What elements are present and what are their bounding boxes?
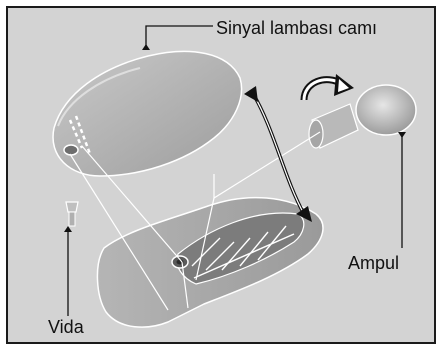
bulb	[309, 85, 416, 148]
bulb-label: Ampul	[348, 254, 399, 272]
lens-label: Sinyal lambası camı	[216, 19, 377, 37]
diagram-frame: Sinyal lambası camı Ampul Vida	[6, 6, 436, 344]
screw-label: Vida	[48, 318, 84, 336]
rotate-arrow-icon	[304, 74, 354, 100]
screw	[66, 202, 78, 226]
signal-lens	[53, 51, 242, 176]
screw-hole-lens	[64, 145, 78, 155]
turn-signal-diagram	[8, 8, 434, 342]
